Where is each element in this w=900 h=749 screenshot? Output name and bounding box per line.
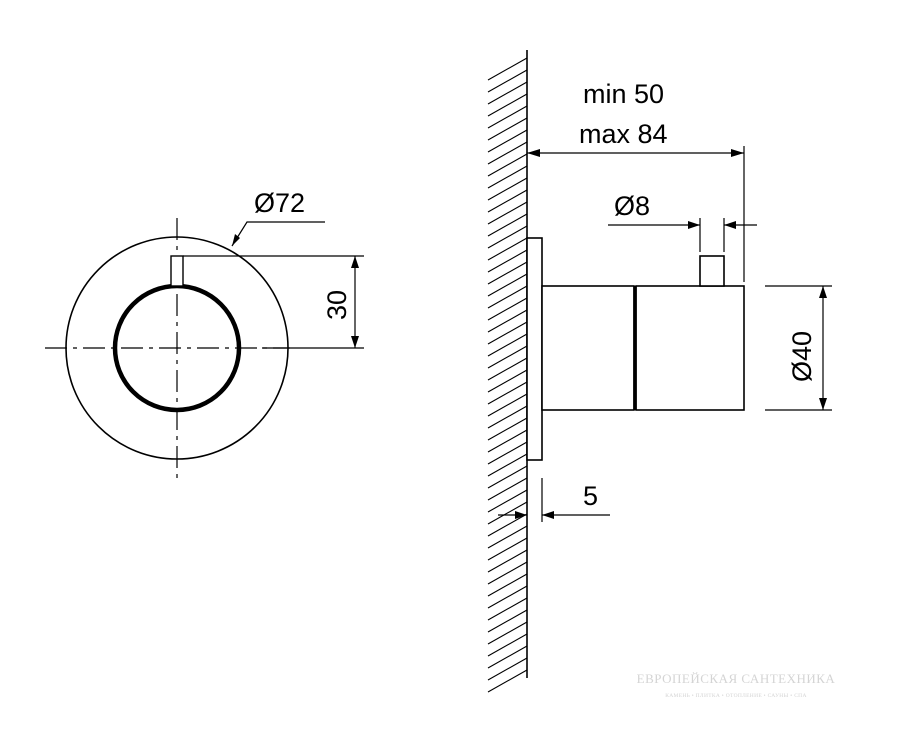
body-arrow-bottom [819,398,827,410]
body-sleeve [541,285,635,411]
hatch-line [487,561,528,585]
hatch-line [487,225,528,249]
hatch-line [487,237,528,261]
hatch-line [487,393,528,417]
side-view: min 50 max 84 Ø8 Ø40 5 [487,50,832,693]
wall-hatching [487,57,528,693]
body-arrow-top [819,286,827,298]
flange-arrow-left [515,511,527,519]
hatch-line [487,621,528,645]
hatch-line [487,525,528,549]
hatch-line [487,117,528,141]
hatch-line [487,585,528,609]
hatch-line [487,165,528,189]
hatch-line [487,81,528,105]
hatch-line [487,453,528,477]
hatch-line [487,213,528,237]
hatch-line [487,309,528,333]
watermark-subtitle: КАМЕНЬ • ПЛИТКА • ОТОПЛЕНИЕ • САУНЫ • СП… [665,693,806,699]
hatch-line [487,357,528,381]
hatch-line [487,549,528,573]
hatch-line [487,249,528,273]
hatch-line [487,369,528,393]
hatch-line [487,261,528,285]
hatch-line [487,597,528,621]
hatch-line [487,513,528,537]
hatch-line [487,69,528,93]
pin-arrow-left [688,221,700,229]
hatch-line [487,153,528,177]
hatch-line [487,669,528,693]
flange-plate [526,237,543,461]
hatch-line [487,297,528,321]
hatch-line [487,501,528,525]
offset-label: 30 [322,290,352,320]
hatch-line [487,381,528,405]
depth-min-label: min 50 [583,79,664,109]
hatch-line [487,405,528,429]
hatch-line [487,429,528,453]
hatch-line [487,285,528,309]
hatch-line [487,465,528,489]
front-view: Ø72 30 [45,188,364,478]
hatch-line [487,633,528,657]
leader-arrowhead [232,234,240,246]
depth-arrow-right [731,149,744,157]
diameter-leader-line [231,221,325,247]
pin-arrow-right [724,221,736,229]
flange-thickness-label: 5 [583,481,598,511]
flange-arrow-right [542,511,554,519]
hatch-line [487,537,528,561]
hatch-line [487,321,528,345]
depth-max-label: max 84 [579,119,668,149]
offset-arrow-bottom [351,336,359,348]
hatch-line [487,129,528,153]
hatch-line [487,105,528,129]
body-diameter-label: Ø40 [787,331,817,382]
hatch-line [487,441,528,465]
hatch-line [487,201,528,225]
hatch-line [487,57,528,81]
indicator-pin [170,255,184,287]
hatch-line [487,417,528,441]
watermark-title: ЕВРОПЕЙСКАЯ САНТЕХНИКА [637,671,836,686]
hatch-line [487,645,528,669]
hatch-line [487,477,528,501]
hatch-line [487,609,528,633]
hatch-line [487,273,528,297]
hatch-line [487,489,528,513]
hatch-line [487,93,528,117]
knob-body [635,285,745,411]
hatch-line [487,333,528,357]
hatch-line [487,189,528,213]
pin-diameter-label: Ø8 [614,191,650,221]
hatch-line [487,177,528,201]
watermark: ЕВРОПЕЙСКАЯ САНТЕХНИКА КАМЕНЬ • ПЛИТКА •… [637,671,836,699]
hatch-line [487,345,528,369]
hatch-line [487,657,528,681]
knob-pin [699,255,725,287]
outer-diameter-label: Ø72 [254,188,305,218]
depth-arrow-left [527,149,540,157]
hatch-line [487,573,528,597]
offset-arrow-top [351,256,359,268]
hatch-line [487,141,528,165]
